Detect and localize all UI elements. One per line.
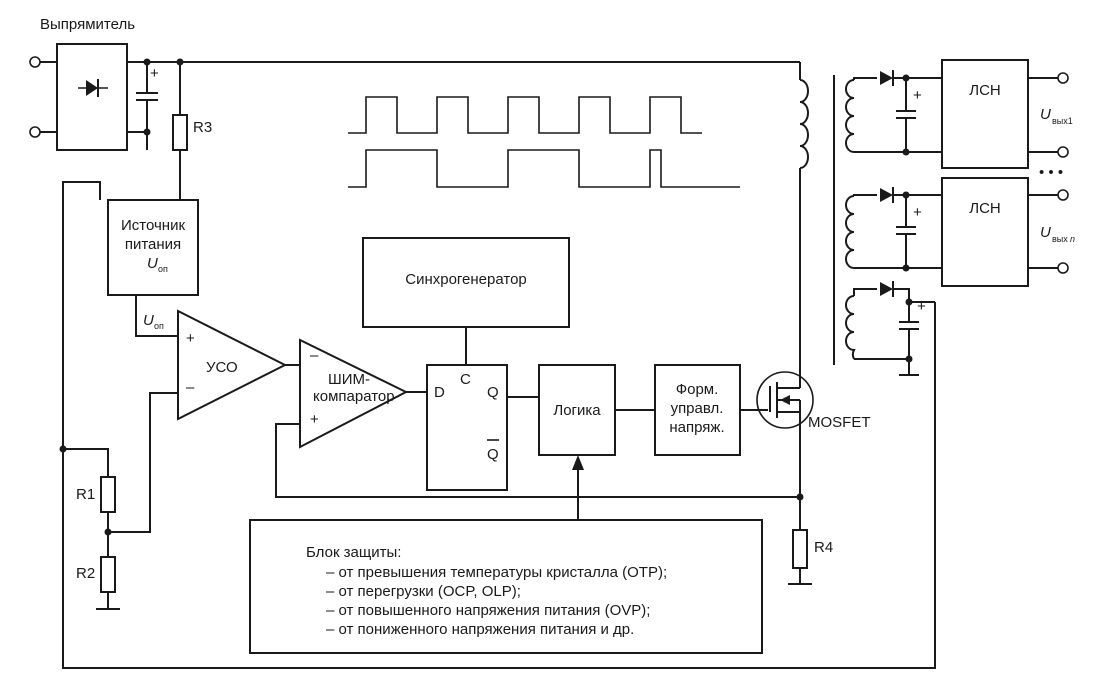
svg-text:+: +	[186, 330, 195, 347]
diode-icon	[880, 70, 894, 86]
d-flip-flop	[426, 364, 508, 491]
svg-text:– от превышения температуры кр: – от превышения температуры кристалла (O…	[326, 564, 667, 581]
more-outputs-dots: • • •	[1039, 164, 1063, 181]
protection-block	[249, 519, 763, 654]
svg-text:U: U	[143, 312, 154, 329]
svg-text:ШИМ-: ШИМ-	[328, 371, 370, 388]
svg-text:– от пониженного напряжения пи: – от пониженного напряжения питания и др…	[326, 621, 634, 638]
sync-generator-block	[362, 237, 570, 328]
power-supply-block	[107, 199, 199, 296]
svg-text:+: +	[150, 65, 159, 82]
mosfet-icon	[756, 371, 814, 429]
resistor-r1	[100, 476, 116, 513]
svg-text:управл.: управл.	[671, 400, 724, 417]
svg-text:+: +	[913, 204, 922, 221]
svg-text:+: +	[913, 87, 922, 104]
svg-text:вых1: вых1	[1052, 116, 1073, 126]
rectifier-label: Выпрямитель	[40, 16, 135, 33]
svg-text:компаратор: компаратор	[313, 388, 395, 405]
svg-text:Q: Q	[487, 384, 499, 401]
output-terminal	[1057, 189, 1069, 201]
svg-text:Блок защиты:: Блок защиты:	[306, 544, 401, 561]
svg-text:D: D	[434, 384, 445, 401]
svg-text:ЛСН: ЛСН	[969, 82, 1001, 99]
svg-text:Форм.: Форм.	[676, 381, 719, 398]
svg-text:оп: оп	[158, 264, 168, 274]
svg-text:Синхрогенератор: Синхрогенератор	[405, 271, 527, 288]
svg-text:вых: вых	[1052, 234, 1068, 244]
auxiliary-winding	[845, 295, 856, 360]
error-amplifier-uso	[177, 309, 288, 421]
rectifier-diode-icon	[78, 79, 108, 97]
svg-text:n: n	[1070, 234, 1075, 244]
logic-block	[538, 364, 616, 456]
output-terminal	[1057, 146, 1069, 158]
diode-icon	[880, 187, 894, 203]
svg-text:+: +	[310, 411, 319, 428]
svg-text:R4: R4	[814, 539, 833, 556]
svg-text:питания: питания	[125, 236, 181, 253]
resistor-r3	[172, 114, 188, 151]
svg-text:–: –	[186, 379, 195, 396]
svg-text:– от перегрузки (OCP, OLP);: – от перегрузки (OCP, OLP);	[326, 583, 521, 600]
svg-text:оп: оп	[154, 321, 164, 331]
svg-text:УСО: УСО	[206, 359, 238, 376]
svg-text:MOSFET: MOSFET	[808, 414, 871, 431]
pwm-comparator	[299, 338, 409, 449]
svg-text:U: U	[147, 255, 158, 272]
lsn-block-1	[941, 59, 1029, 169]
output-terminal	[1057, 262, 1069, 274]
svg-text:+: +	[917, 298, 926, 315]
current-sense-wire	[275, 423, 800, 498]
pwm-waveform	[348, 149, 740, 188]
svg-text:– от повышенного напряжения пи: – от повышенного напряжения питания (OVP…	[326, 602, 650, 619]
svg-text:R1: R1	[76, 486, 95, 503]
svg-text:C: C	[460, 371, 471, 388]
svg-text:R3: R3	[193, 119, 212, 136]
svg-text:Источник: Источник	[121, 217, 185, 234]
lsn-block-n	[941, 177, 1029, 287]
input-terminal-top	[29, 56, 41, 68]
resistor-r4	[792, 529, 808, 569]
svg-text:Логика: Логика	[553, 402, 601, 419]
svg-text:U: U	[1040, 106, 1051, 123]
svg-text:ЛСН: ЛСН	[969, 200, 1001, 217]
svg-text:U: U	[1040, 224, 1051, 241]
gate-driver-block	[654, 364, 741, 456]
clock-waveform	[348, 96, 702, 134]
input-terminal-bottom	[29, 126, 41, 138]
diode-icon	[880, 281, 894, 297]
resistor-r2	[100, 556, 116, 593]
svg-text:R2: R2	[76, 565, 95, 582]
rectifier-block	[56, 43, 128, 151]
svg-text:Q: Q	[487, 446, 499, 463]
output-terminal	[1057, 72, 1069, 84]
transformer-primary	[799, 79, 809, 169]
svg-text:напряж.: напряж.	[669, 419, 724, 436]
svg-text:–: –	[310, 347, 319, 364]
supply-feedback-wire	[62, 181, 936, 669]
